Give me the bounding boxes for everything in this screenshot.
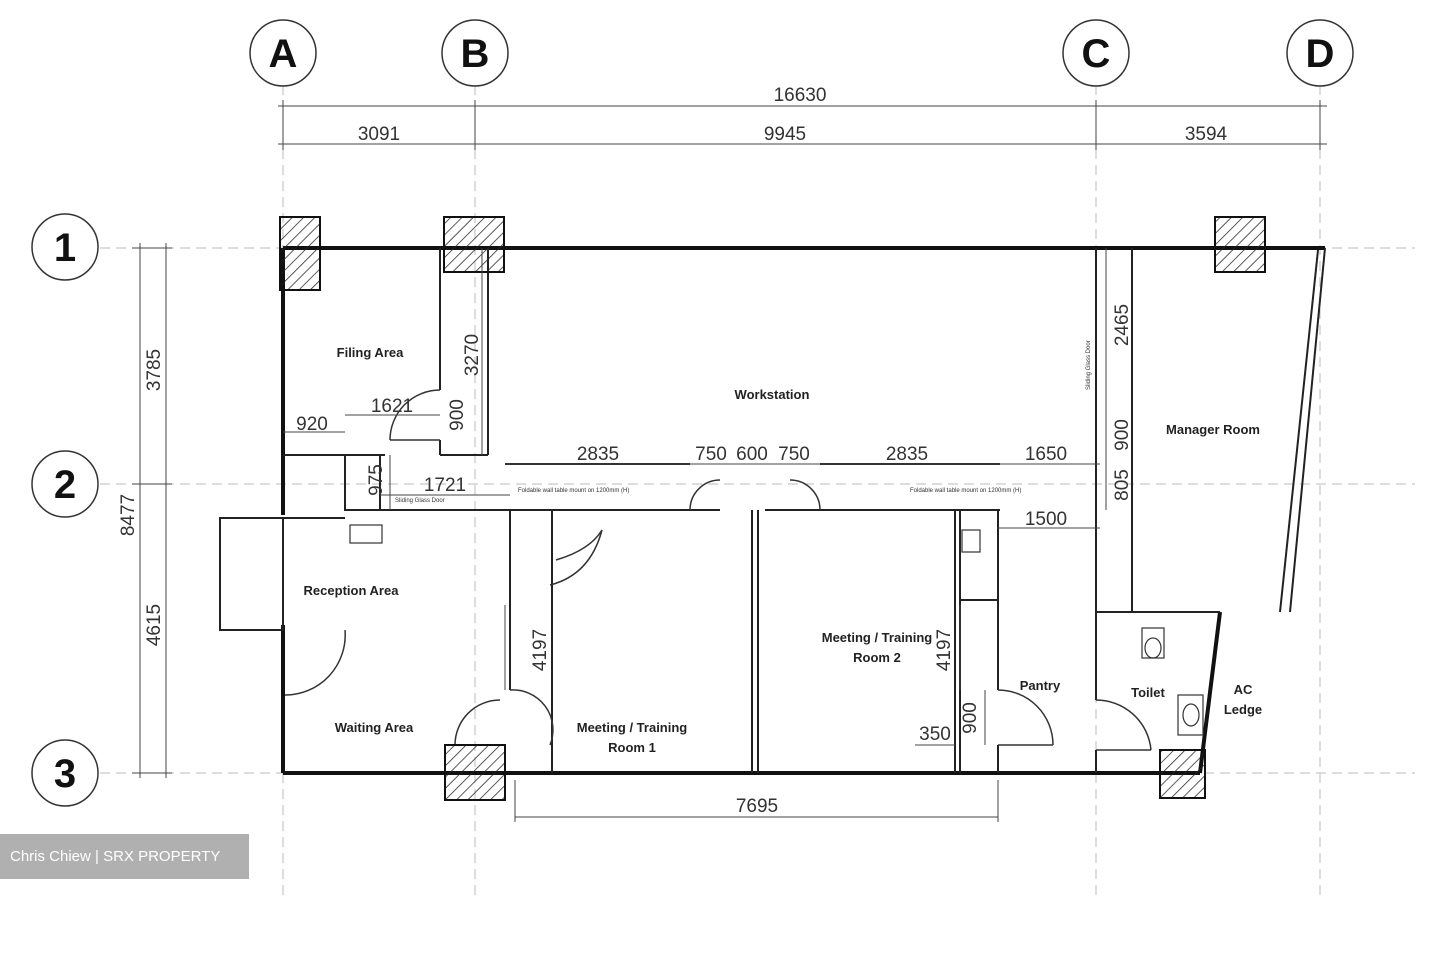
door-swings <box>284 389 1152 751</box>
note-foldable-1: Foldable wall table mount on 1200mm (H) <box>518 488 629 494</box>
dim-partition-1650: 1650 <box>1025 444 1067 465</box>
grid-label-3: 3 <box>54 752 76 796</box>
dim-pantry-door: 900 <box>960 702 981 734</box>
dim-partition-750-a: 750 <box>695 444 727 465</box>
left-dimensions <box>132 243 172 778</box>
dim-partition-2835-a: 2835 <box>577 444 619 465</box>
room-meeting1-line1: Meeting / Training <box>577 720 688 735</box>
dim-filing-left: 920 <box>296 414 328 435</box>
grid-bubble-b: B <box>441 19 509 87</box>
grid-lines <box>100 85 1415 900</box>
dim-corridor-975: 975 <box>366 464 387 496</box>
dim-row-23: 4615 <box>144 604 165 646</box>
column-d1 <box>1214 216 1266 273</box>
dim-meeting2-depth: 4197 <box>934 629 955 671</box>
watermark: Chris Chiew | SRX PROPERTY <box>0 834 249 879</box>
column-b3 <box>444 744 506 801</box>
grid-bubble-1: 1 <box>31 213 99 281</box>
grid-label-a: A <box>269 32 298 76</box>
dim-col-ab: 3091 <box>358 124 400 145</box>
grid-bubble-a: A <box>249 19 317 87</box>
grid-label-c: C <box>1082 32 1111 76</box>
grid-bubble-3: 3 <box>31 739 99 807</box>
dim-partition-600: 600 <box>736 444 768 465</box>
room-ac-line2: Ledge <box>1224 702 1262 717</box>
top-dimensions <box>278 100 1327 150</box>
interior-dim-lines <box>283 248 1107 822</box>
dim-bottom-7695: 7695 <box>736 796 778 817</box>
grid-bubble-d: D <box>1286 19 1354 87</box>
dim-overall-width: 16630 <box>774 85 827 106</box>
note-glass-door: Sliding Glass Door <box>395 498 445 504</box>
room-reception: Reception Area <box>304 583 400 598</box>
dim-filing-door: 1621 <box>371 396 413 417</box>
room-manager: Manager Room <box>1166 422 1260 437</box>
dim-col-bc: 9945 <box>764 124 806 145</box>
pantry-fixtures <box>349 524 981 553</box>
grid-label-2: 2 <box>54 463 76 507</box>
grid-label-1: 1 <box>54 226 76 270</box>
toilet-fixtures <box>1141 627 1204 736</box>
note-foldable-2: Foldable wall table mount on 1200mm (H) <box>910 488 1021 494</box>
water-dispenser-icon <box>349 524 383 544</box>
dim-row-12: 3785 <box>144 349 165 391</box>
room-waiting: Waiting Area <box>335 720 414 735</box>
dim-manager-2465: 2465 <box>1112 304 1133 346</box>
grid-label-d: D <box>1306 32 1335 76</box>
room-meeting2-line2: Room 2 <box>853 650 901 665</box>
sink-icon <box>961 529 981 553</box>
dim-partition-2835-b: 2835 <box>886 444 928 465</box>
dim-manager-900: 900 <box>1112 419 1133 451</box>
dim-row-13: 8477 <box>118 494 139 536</box>
room-toilet: Toilet <box>1131 685 1165 700</box>
dim-partition-750-b: 750 <box>778 444 810 465</box>
grid-bubble-2: 2 <box>31 450 99 518</box>
dim-filing-height: 3270 <box>462 334 483 376</box>
room-meeting1-line2: Room 1 <box>608 740 656 755</box>
structural-columns <box>279 216 1266 801</box>
grid-bubble-c: C <box>1062 19 1130 87</box>
basin-icon <box>1177 694 1204 736</box>
dim-pantry-350: 350 <box>919 724 951 745</box>
dim-pantry-1500: 1500 <box>1025 509 1067 530</box>
grid-label-b: B <box>461 32 490 76</box>
dim-filing-door-h: 900 <box>447 399 468 431</box>
dim-meeting1-depth: 4197 <box>530 629 551 671</box>
note-sliding-door: Sliding Glass Door <box>1086 340 1092 390</box>
room-filing-area: Filing Area <box>337 345 404 360</box>
dim-corridor-1721: 1721 <box>424 475 466 496</box>
column-b1 <box>443 216 505 273</box>
room-ac-line1: AC <box>1234 682 1253 697</box>
room-meeting2-line1: Meeting / Training <box>822 630 933 645</box>
dim-manager-805: 805 <box>1112 469 1133 501</box>
toilet-bowl-icon <box>1141 627 1165 659</box>
room-pantry: Pantry <box>1020 678 1061 693</box>
dim-col-cd: 3594 <box>1185 124 1228 145</box>
column-a1 <box>279 216 321 291</box>
room-workstation: Workstation <box>735 387 810 402</box>
column-c3 <box>1159 749 1206 799</box>
